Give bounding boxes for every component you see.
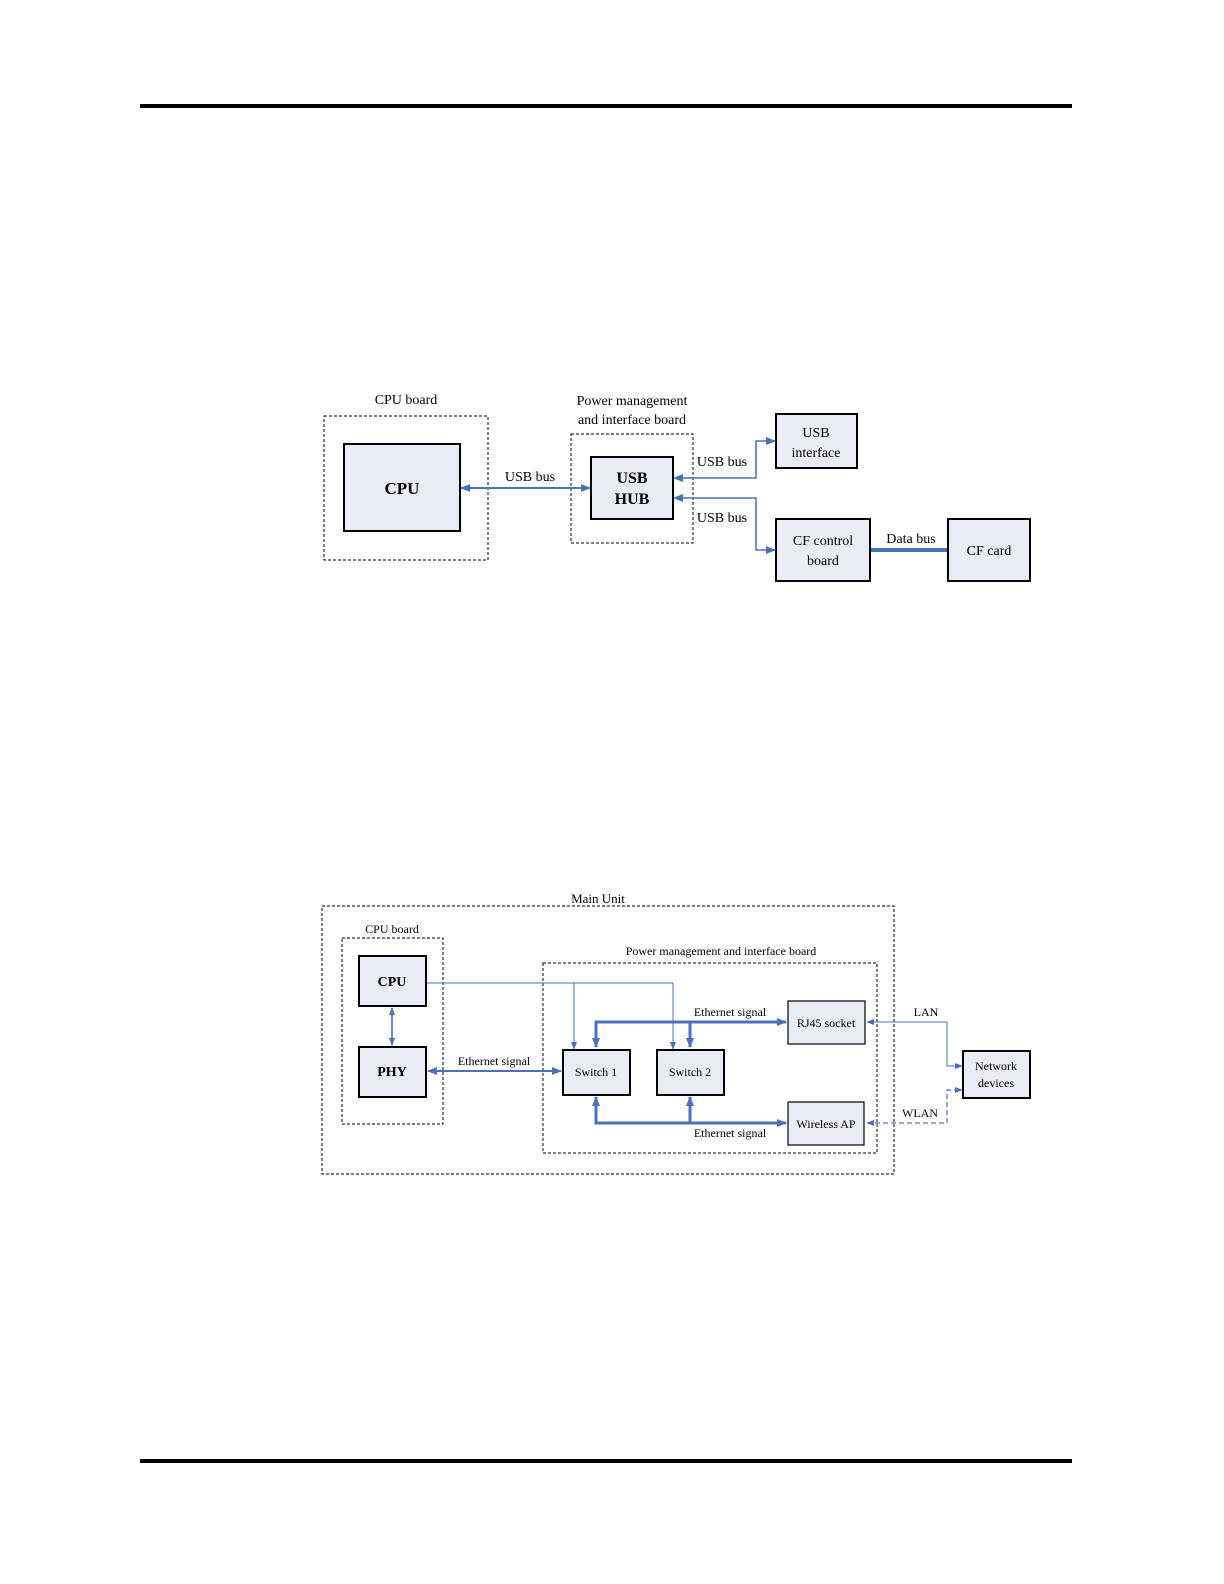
hub-cf-control-edge-label: USB bus bbox=[697, 511, 747, 526]
network-devices-label-line1: Network bbox=[975, 1059, 1017, 1073]
rj45-socket-node bbox=[787, 1000, 866, 1045]
usb-hub-label-line1: USB bbox=[616, 470, 647, 487]
hub-usb-interface-edge-label: USB bus bbox=[697, 455, 747, 470]
wireless-ap-node bbox=[787, 1101, 865, 1146]
top-rule bbox=[140, 104, 1072, 108]
network-devices-node bbox=[962, 1050, 1031, 1099]
rj45-socket-node-label: RJ45 socket bbox=[797, 1016, 856, 1030]
power-board-label-2: Power management and interface board bbox=[626, 944, 817, 958]
switch-ap-edge-label: Ethernet signal bbox=[694, 1126, 767, 1140]
usb-interface-label-line1: USB bbox=[802, 426, 829, 441]
usb-interface-label-line2: interface bbox=[792, 446, 841, 461]
switch-ap-edge bbox=[592, 1096, 787, 1127]
cpu-board-label: CPU board bbox=[375, 393, 438, 408]
network-devices-label-line2: devices bbox=[978, 1076, 1014, 1090]
switch-rj45-edge bbox=[592, 1018, 787, 1048]
wlan-edge bbox=[866, 1087, 963, 1126]
cpu-node-2 bbox=[358, 955, 427, 1007]
lan-edge bbox=[866, 1019, 963, 1069]
cpu-node-2-label: CPU bbox=[378, 975, 407, 990]
phy-node-label: PHY bbox=[377, 1065, 407, 1080]
switch2-node bbox=[656, 1049, 725, 1096]
switch1-node-label: Switch 1 bbox=[575, 1065, 617, 1079]
cpu-node-label: CPU bbox=[385, 479, 420, 498]
switch2-node-label: Switch 2 bbox=[669, 1065, 711, 1079]
cf-card-label: CF card bbox=[967, 544, 1012, 559]
hub-cf-control-edge bbox=[673, 494, 776, 554]
cf-data-bus-edge-label: Data bus bbox=[886, 532, 935, 547]
usb-hub-node bbox=[590, 456, 674, 520]
wireless-ap-node-label: Wireless AP bbox=[796, 1117, 856, 1131]
cf-control-label-line2: board bbox=[807, 554, 839, 569]
cf-card-node bbox=[947, 518, 1031, 582]
usb-interface-node bbox=[775, 413, 858, 469]
switch-rj45-edge-label: Ethernet signal bbox=[694, 1005, 767, 1019]
wlan-edge-label: WLAN bbox=[902, 1106, 938, 1120]
cf-control-board-node bbox=[775, 518, 871, 582]
cpu-node bbox=[343, 443, 461, 532]
switch1-node bbox=[562, 1049, 631, 1096]
phy-node bbox=[358, 1046, 427, 1098]
cpu-switch2-edge bbox=[574, 982, 676, 1050]
ethernet-diagram: Main Unit CPU board Power management and… bbox=[321, 891, 1031, 1175]
cpu-switch1-edge bbox=[427, 982, 577, 1050]
lan-edge-label: LAN bbox=[914, 1005, 939, 1019]
hub-usb-interface-edge bbox=[673, 437, 776, 482]
usb-diagram: CPU board Power management and interface… bbox=[323, 393, 1031, 582]
power-board-group-2 bbox=[542, 962, 878, 1154]
power-board-label-line1: Power management bbox=[577, 394, 688, 409]
cf-control-label-line1: CF control bbox=[793, 534, 853, 549]
main-unit-label: Main Unit bbox=[571, 891, 625, 906]
bottom-rule bbox=[140, 1459, 1072, 1463]
cpu-board-label-2: CPU board bbox=[365, 922, 419, 936]
phy-switch1-edge-label: Ethernet signal bbox=[458, 1054, 531, 1068]
usb-hub-label-line2: HUB bbox=[615, 491, 650, 508]
cpu-board-group-2 bbox=[341, 937, 444, 1125]
cpu-hub-edge-label: USB bus bbox=[505, 470, 555, 485]
power-board-label-line2: and interface board bbox=[578, 413, 686, 428]
